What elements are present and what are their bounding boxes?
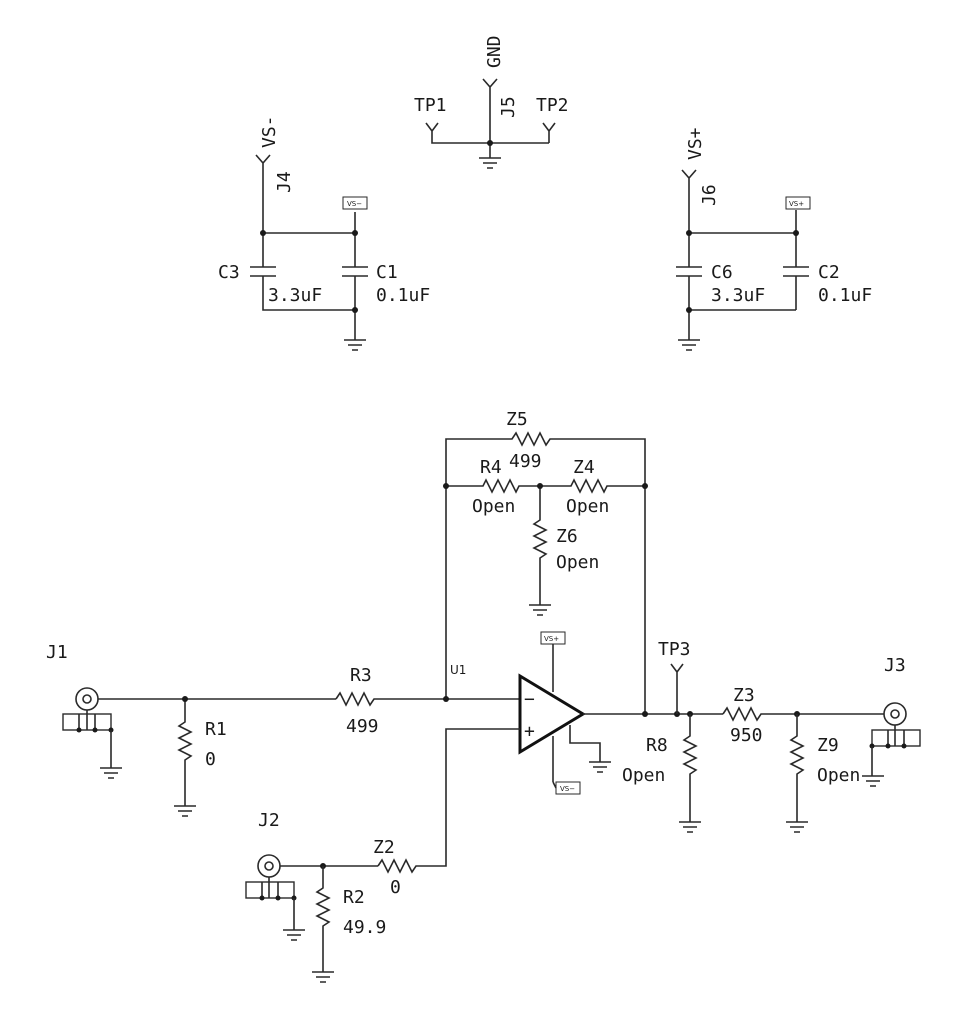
tp2-label: TP2 [536, 95, 569, 116]
j3-bnc-connector [862, 702, 921, 787]
r2-value: 49.9 [343, 917, 386, 938]
z3-resistor [722, 706, 884, 722]
c1-label: C1 [376, 262, 398, 283]
gnd-testpoint-block: GND J5 TP1 TP2 [414, 35, 569, 169]
j2-bnc-connector [245, 854, 305, 941]
c2-label: C2 [818, 262, 840, 283]
gnd-label: GND [484, 35, 505, 68]
c2-capacitor [783, 233, 809, 310]
r1-label: R1 [205, 719, 227, 740]
r8-label: R8 [646, 735, 668, 756]
c6-value: 3.3uF [711, 285, 765, 306]
z2-value: 0 [390, 877, 401, 898]
tp2-symbol [542, 122, 556, 143]
z5-resistor [445, 431, 646, 714]
c2-value: 0.1uF [818, 285, 872, 306]
j2-label: J2 [258, 810, 280, 831]
j3-label: J3 [884, 655, 906, 676]
j4-label: J4 [274, 171, 295, 193]
ground-icon [569, 725, 611, 773]
tp3-label: TP3 [658, 639, 691, 660]
ground-icon [283, 898, 305, 941]
op-amp-inverting-sign: − [524, 689, 535, 710]
z6-label: Z6 [556, 526, 578, 547]
z4-value: Open [566, 496, 609, 517]
c6-capacitor [676, 233, 796, 340]
j5-label: J5 [498, 96, 519, 118]
c3-label: C3 [218, 262, 240, 283]
r4-label: R4 [480, 457, 502, 478]
ground-icon [678, 339, 700, 351]
z2-label: Z2 [373, 837, 395, 858]
u1-label: U1 [450, 663, 466, 677]
r3-resistor [335, 691, 520, 707]
ground-icon [100, 730, 122, 779]
vs-minus-tag [342, 196, 368, 210]
ground-icon [479, 143, 501, 169]
z9-resistor [789, 714, 805, 822]
z3-value: 950 [730, 725, 763, 746]
r3-value: 499 [346, 716, 379, 737]
vs-plus-tag [785, 196, 811, 210]
j1-label: J1 [46, 642, 68, 663]
ground-icon [174, 805, 196, 817]
r8-value: Open [622, 765, 665, 786]
z3-label: Z3 [733, 685, 755, 706]
vs-plus-label: VS+ [685, 127, 706, 160]
j6-label: J6 [699, 184, 720, 206]
ground-icon [786, 821, 808, 833]
r1-value: 0 [205, 749, 216, 770]
c3-capacitor [250, 233, 355, 311]
j6-connector-symbol [681, 169, 697, 233]
z9-label: Z9 [817, 735, 839, 756]
z5-value: 499 [509, 451, 542, 472]
ground-icon [679, 821, 701, 833]
z4-resistor [540, 478, 645, 494]
amplifier-circuit: Z5 499 R4 Open Z4 Open Z6 Open J1 R1 [46, 409, 921, 983]
c1-capacitor [342, 233, 368, 340]
z6-value: Open [556, 552, 599, 573]
z9-value: Open [817, 765, 860, 786]
r8-resistor [682, 714, 698, 822]
u1-op-amp: − + VS+ VS− [518, 631, 611, 795]
r3-label: R3 [350, 665, 372, 686]
vs-minus-label: VS- [259, 115, 280, 148]
vs-plus-supply-block: VS+ J6 VS+ C6 3.3uF C2 0.1uF [676, 127, 872, 351]
c6-label: C6 [711, 262, 733, 283]
tp1-symbol [425, 122, 549, 144]
tp3-symbol [670, 663, 684, 714]
j1-bnc-connector [62, 687, 122, 779]
ground-icon [344, 339, 366, 351]
ground-icon [529, 604, 551, 616]
c3-value: 3.3uF [268, 285, 322, 306]
ground-icon [312, 971, 334, 983]
z4-label: Z4 [573, 457, 595, 478]
r4-resistor [446, 478, 540, 494]
z6-resistor [532, 486, 548, 605]
c1-value: 0.1uF [376, 285, 430, 306]
vs-minus-supply-block: VS- J4 VS− C3 3.3uF C1 0.1uF [218, 115, 430, 351]
r1-resistor [177, 699, 193, 806]
vs-plus-tag-text: VS+ [789, 200, 804, 208]
vs-minus-tag-text: VS− [347, 200, 362, 208]
vs-plus-tag-text: VS+ [544, 635, 559, 643]
z2-resistor [377, 858, 420, 874]
tp1-label: TP1 [414, 95, 447, 116]
j5-connector-symbol [482, 78, 498, 143]
j4-connector-symbol [255, 154, 271, 233]
ground-icon [862, 746, 884, 787]
z5-label: Z5 [506, 409, 528, 430]
op-amp-noninverting-sign: + [524, 721, 535, 742]
r2-label: R2 [343, 887, 365, 908]
vs-minus-tag-text: VS− [560, 785, 575, 793]
r4-value: Open [472, 496, 515, 517]
r2-resistor [315, 866, 331, 972]
